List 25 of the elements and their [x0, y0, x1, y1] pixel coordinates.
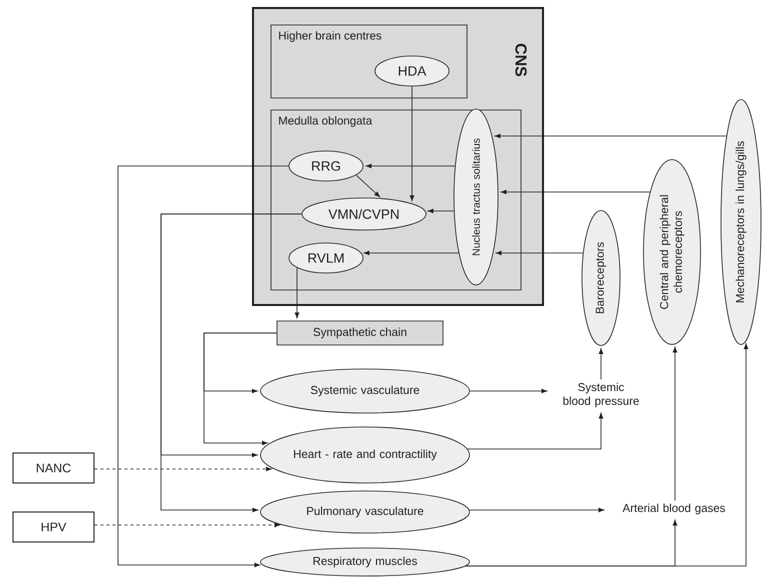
arrow — [428, 208, 454, 214]
label-box: NANC — [12, 452, 94, 484]
arrow — [410, 86, 414, 202]
arrow — [94, 522, 280, 528]
arrow — [356, 174, 380, 198]
arrow — [465, 343, 748, 566]
arrow — [500, 190, 650, 194]
arrow — [672, 346, 678, 501]
arrow — [467, 412, 604, 450]
node-text: Systemic blood pressure — [563, 382, 639, 408]
arrow — [496, 250, 584, 256]
label-box: HPV — [12, 512, 94, 542]
arrow — [294, 267, 300, 318]
process-box: Sympathetic chain — [276, 320, 444, 346]
arrow — [494, 134, 727, 138]
arrow — [469, 508, 604, 512]
arrow — [118, 166, 289, 568]
arrow — [364, 250, 459, 256]
arrow — [366, 164, 456, 168]
arrow — [160, 214, 302, 512]
arrow — [598, 348, 604, 380]
arrow — [204, 332, 277, 446]
arrow — [94, 466, 272, 472]
node-text: Arterial blood gases — [622, 504, 726, 514]
arrow — [470, 388, 548, 394]
